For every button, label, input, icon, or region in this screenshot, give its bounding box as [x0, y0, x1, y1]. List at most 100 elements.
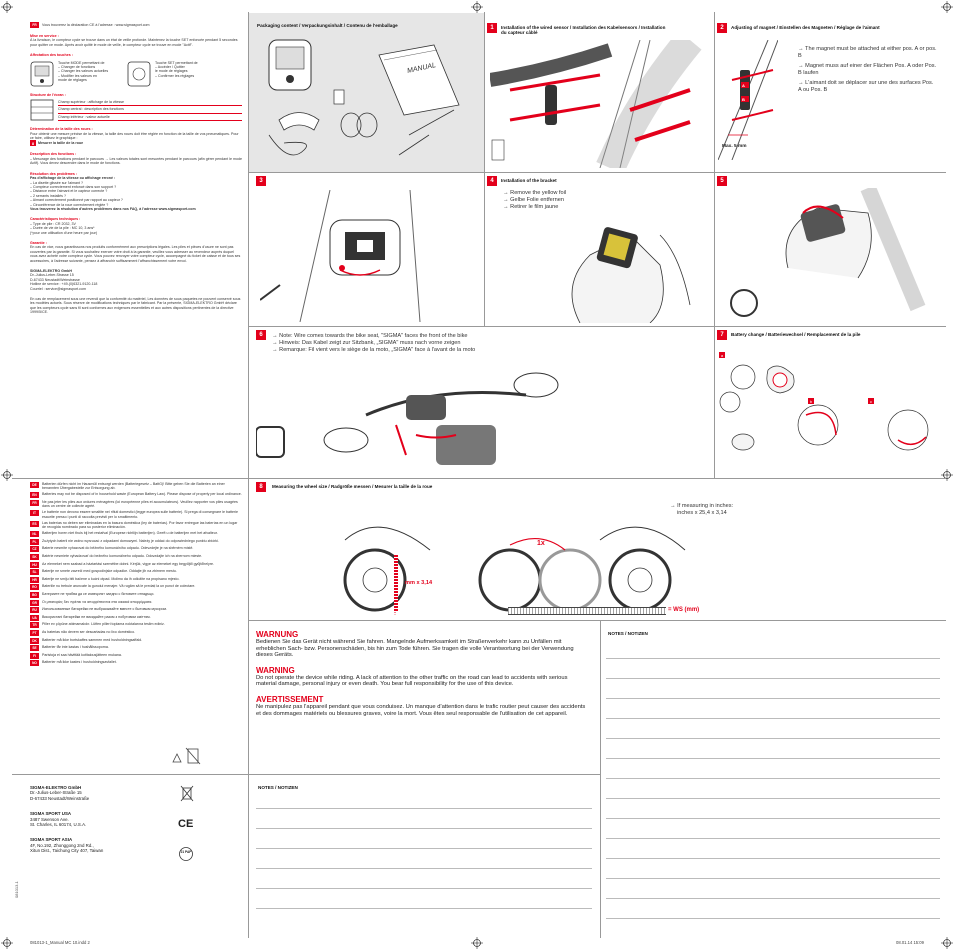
lang-badge: HR: [30, 576, 39, 583]
battery-text: Bateriile nu trebuie aruncate la gunoiul…: [42, 584, 196, 589]
mm-label: mm x 3,14: [405, 580, 433, 586]
step-7-title: Battery change / Batteriewechsel / Rempl…: [731, 332, 861, 337]
lang-badge: BG: [30, 591, 39, 598]
step-8-badge: 8: [256, 482, 266, 492]
section-title: Mise en service :: [30, 34, 59, 38]
section-text: En cas de remplacement sous une revendi …: [30, 297, 241, 315]
step-5-illustration: [730, 188, 926, 317]
registration-mark-icon: [941, 1, 953, 13]
step-7-label-b: b: [808, 398, 814, 404]
company-addresses: SIGMA-ELEKTRO GmbH Dr.-Julius-Leber-Stra…: [30, 785, 180, 854]
step-4-badge: 4: [487, 176, 497, 186]
battery-text: Batterien dürfen nicht im Hausmüll entso…: [42, 482, 225, 491]
lang-badge: DK: [30, 637, 39, 644]
lang-badge: DE: [30, 482, 39, 488]
footer-file: 081013-1_Manual MC 10.indd 2: [30, 940, 90, 945]
lang-badge: PL: [30, 538, 39, 545]
lang-badge: SE: [30, 645, 39, 652]
screen-field: Champ central : description des fonction…: [58, 106, 242, 114]
step-5-badge: 5: [717, 176, 727, 186]
lang-badge: NO: [30, 660, 39, 667]
inch-note: → If measuring in inches: inches x 25,4 …: [670, 503, 810, 517]
lang-badge: CZ: [30, 546, 39, 553]
tech-item: – Type de pile : CR 2032, 3V: [30, 221, 76, 226]
turn-label: 1x: [537, 540, 545, 547]
lang-badge: ES: [30, 520, 39, 527]
pos-b-label: B: [742, 97, 745, 102]
wheel-radius-marker: [394, 555, 398, 612]
step-3-badge: 3: [256, 176, 266, 186]
step-7-illustration: [719, 364, 929, 451]
bullet-text: Remarque: Fil vient vers le siège de la …: [279, 347, 476, 353]
lang-badge: RU: [30, 607, 39, 614]
step-4-illustration: [571, 227, 691, 323]
step-2-badge: 2: [717, 23, 727, 33]
registration-mark-icon: [1, 937, 13, 949]
device-back-icon: [127, 61, 151, 87]
section-title: Description des fonctions :: [30, 152, 77, 157]
bullet-text: Gelbe Folie entfernen: [510, 197, 564, 203]
lang-badge: FR: [30, 22, 39, 28]
notes-title: NOTES / NOTIZEN: [258, 785, 298, 790]
battery-text: Використані батарейки не викидайте разом…: [42, 614, 151, 619]
key-line: – Changer de fonctions: [58, 65, 96, 70]
step-2-illustration: [718, 40, 778, 160]
key-line: le mode de réglages: [155, 69, 188, 74]
step-1-badge: 1: [487, 23, 497, 33]
battery-text: Az elemeket nem szabad a háztartási szem…: [42, 561, 214, 566]
company-name: SIGMA SPORT ASIA: [30, 837, 73, 843]
tech-item: (*pour une utilisation d'une heure par j…: [30, 230, 98, 235]
max-distance-label: Max. 5 mm: [722, 144, 747, 149]
section-title: Résolution des problèmes :: [30, 171, 78, 176]
step-2-title: Adjusting of magnet / Einstellen des Mag…: [731, 25, 880, 30]
battery-text: Piller ev çöpüne atılmamalıdır. Lütfen p…: [42, 622, 165, 627]
warning-text: Bedienen Sie das Gerät nicht während Sie…: [256, 639, 574, 659]
step-ref-text: Mesurer la taille de la roue: [38, 141, 84, 146]
trouble-item: – La disette glissée sur l'aimant ?: [30, 180, 84, 185]
ws-ruler: [508, 607, 666, 615]
pos-a-label: A: [742, 83, 745, 88]
section-text: En cas de vice, nous garantissons nos pr…: [30, 245, 241, 263]
packaging-panel: Packaging content / Verpackungsinhalt / …: [249, 13, 484, 172]
lang-badge: FR: [30, 500, 39, 506]
device-front-icon: [30, 61, 54, 87]
inch-note-line: If measuring in inches:: [677, 503, 734, 509]
warning-text: Ne manipulez pas l'appareil pendant que …: [256, 703, 586, 717]
warning-title: WARNUNG: [256, 630, 299, 639]
lang-badge: PT: [30, 629, 39, 636]
warning-title: WARNING: [256, 665, 295, 675]
bullet-text: Note: Wire comes towards the bike seat, …: [279, 333, 468, 339]
step-8-illustration: [343, 526, 686, 615]
footer-date: 08.01.14 15:09: [896, 940, 924, 945]
battery-text: Batterier må ikke kastes i husholdningsa…: [42, 660, 117, 665]
section-text: – Mesurage des fonctions pendant le parc…: [30, 156, 242, 166]
company-line: 3487 Swenson Ave.: [30, 816, 69, 822]
section-text: Pour obtenir une mesure précise de la vi…: [30, 131, 239, 141]
step-8-title: Measuring the wheel size / Radgröße mess…: [272, 484, 433, 489]
step-6-badge: 6: [256, 330, 266, 340]
step-3-illustration: [260, 190, 421, 322]
pap-mark: 21 PAP: [180, 850, 192, 854]
section-title: Garantie :: [30, 240, 47, 245]
step-6-illustration: [256, 372, 559, 465]
lang-badge: FI: [30, 652, 39, 659]
packaging-title: Packaging content / Verpackungsinhalt / …: [257, 23, 398, 28]
key-line: – Accéder / Quitter: [155, 65, 185, 70]
bullet-text: Remove the yellow foil: [510, 190, 567, 196]
trouble-note: Vous trouverez la résolution d'autres pr…: [30, 206, 196, 211]
step-7-label-a: a: [719, 352, 725, 358]
